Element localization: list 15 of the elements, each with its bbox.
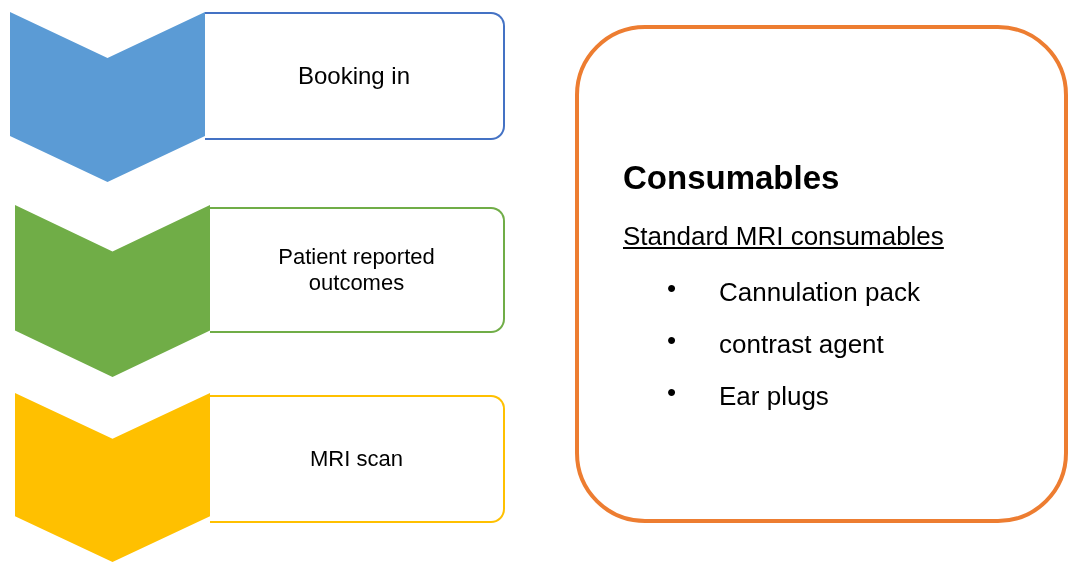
subheading: Standard MRI consumables [623, 221, 944, 252]
bullet-item: Ear plugs [719, 381, 830, 411]
bullet-marker: • [667, 377, 677, 407]
step-label: MRI scan [309, 446, 404, 472]
step-label: Booking in [296, 62, 412, 90]
step-box [210, 207, 505, 333]
bullet-item: contrast agent [719, 329, 885, 359]
consumables-panel [575, 25, 1068, 523]
panel-heading: Consumables [623, 159, 840, 197]
bullet-marker: • [667, 325, 677, 355]
step-box [210, 395, 505, 523]
step-label: Patient reported outcomes [277, 244, 436, 296]
step-box [205, 12, 505, 140]
bullet-item: Cannulation pack [719, 277, 921, 307]
bullet-marker: • [667, 273, 677, 303]
